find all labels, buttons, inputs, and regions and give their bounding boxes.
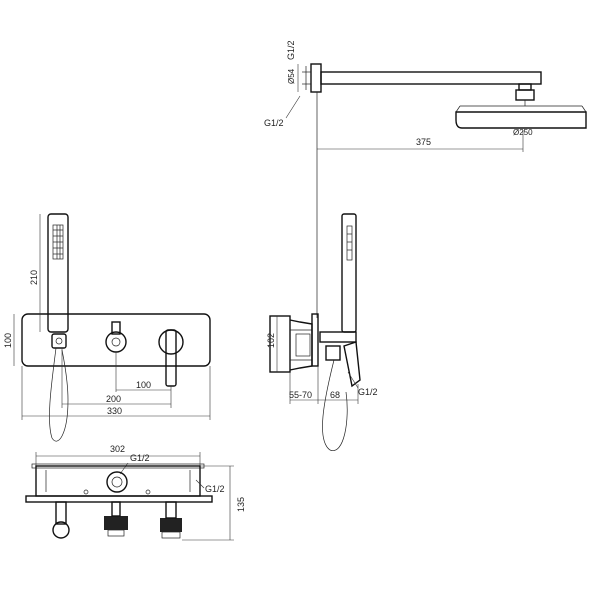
label-d210: 210 <box>29 270 39 285</box>
install-outlet-left-cap <box>52 521 70 539</box>
install-valve-right <box>160 518 182 532</box>
label-g12-bottom-top: G1/2 <box>130 453 150 463</box>
label-d135: 135 <box>236 497 246 512</box>
label-d330: 330 <box>107 406 122 416</box>
hand-shower <box>47 213 69 333</box>
label-d55-70: 55-70 <box>289 390 312 400</box>
swivel-joint <box>518 83 532 91</box>
label-d100-left: 100 <box>3 333 13 348</box>
side-mixer-lever <box>343 341 361 388</box>
install-view: 302 G1/2 G1/2 135 <box>25 444 246 541</box>
diverter-lever <box>111 321 121 335</box>
label-d102: 102 <box>266 333 276 348</box>
side-holder-arm <box>319 331 357 343</box>
install-plate <box>25 495 213 503</box>
label-g12-bottom-right: G1/2 <box>205 484 225 494</box>
install-port <box>106 471 128 493</box>
wall-flange <box>310 63 322 93</box>
side-body-taper <box>289 319 313 371</box>
side-body-box <box>269 315 291 373</box>
side-hand-shower <box>341 213 357 333</box>
shower-head <box>455 111 587 129</box>
label-d302: 302 <box>110 444 125 454</box>
label-d375: 375 <box>416 137 431 147</box>
label-d68: 68 <box>330 390 340 400</box>
front-view: 210 100 100 200 330 <box>3 213 211 442</box>
hand-shower-holder <box>51 333 67 349</box>
diverter-knob <box>105 331 127 353</box>
side-view: 102 G1/2 55-70 68 <box>266 213 378 451</box>
label-d54: Ø54 <box>287 68 296 84</box>
shower-arm <box>320 71 542 85</box>
shower-arm-view: G1/2 Ø54 G1/2 Ø250 375 <box>264 40 587 152</box>
hose <box>49 347 69 442</box>
side-diverter <box>325 345 341 361</box>
mixer-lever <box>165 329 177 387</box>
label-g12-top-leader: G1/2 <box>264 118 284 128</box>
label-g12-top-vertical: G1/2 <box>286 40 296 60</box>
label-d200: 200 <box>106 394 121 404</box>
install-outlet-left <box>55 501 67 525</box>
label-g12-side: G1/2 <box>358 387 378 397</box>
ball-joint <box>515 89 535 101</box>
mixer-knob <box>158 329 184 355</box>
install-valve-center <box>104 516 128 530</box>
side-wall-plate <box>311 313 319 367</box>
label-d100-inner: 100 <box>136 380 151 390</box>
side-hose <box>322 359 348 451</box>
